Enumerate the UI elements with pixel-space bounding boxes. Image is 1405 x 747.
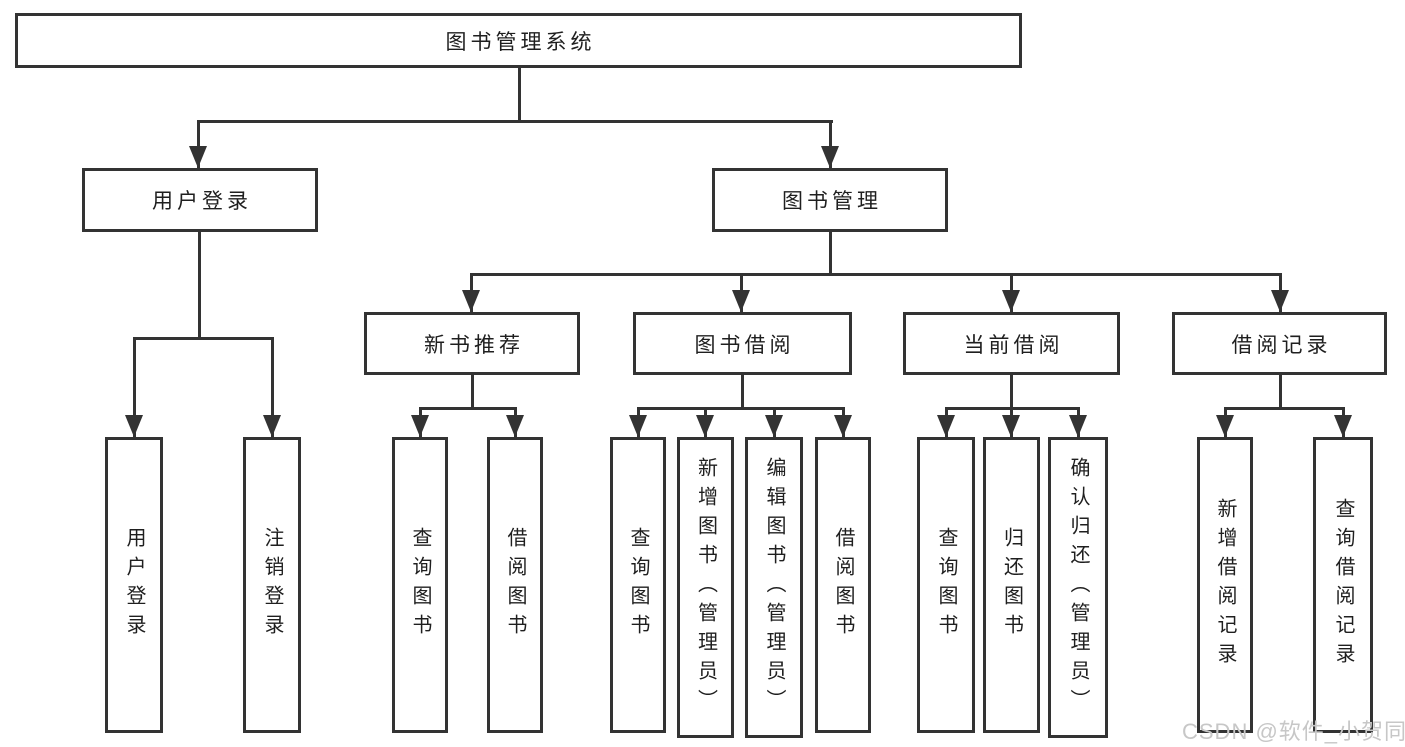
- leaf-add-borrow-record: 新增借阅记录: [1197, 437, 1253, 733]
- node-book-borrowing: 图书借阅: [633, 312, 852, 375]
- leaf-borrow-books-borrowing: 借阅图书: [815, 437, 871, 733]
- arrowhead-icon: [125, 415, 143, 437]
- connector-line: [198, 232, 201, 337]
- arrowhead-icon: [629, 415, 647, 437]
- connector-line: [471, 375, 474, 407]
- leaf-logout: 注销登录: [243, 437, 301, 733]
- arrowhead-icon: [696, 415, 714, 437]
- arrowhead-icon: [1002, 290, 1020, 312]
- connector-line: [419, 407, 517, 410]
- connector-line: [518, 68, 521, 120]
- node-book-management: 图书管理: [712, 168, 948, 232]
- connector-line: [829, 120, 832, 168]
- leaf-borrow-books-recommend: 借阅图书: [487, 437, 543, 733]
- node-borrowing-records: 借阅记录: [1172, 312, 1387, 375]
- node-library-system: 图书管理系统: [15, 13, 1022, 68]
- leaf-query-books-borrowing: 查询图书: [610, 437, 666, 733]
- connector-line: [1279, 375, 1282, 407]
- leaf-return-books: 归还图书: [983, 437, 1040, 733]
- leaf-query-borrow-record: 查询借阅记录: [1313, 437, 1373, 733]
- connector-line: [1010, 375, 1013, 407]
- arrowhead-icon: [1002, 415, 1020, 437]
- csdn-watermark: CSDN @软件_小贺同学: [1182, 719, 1405, 744]
- arrowhead-icon: [411, 415, 429, 437]
- arrowhead-icon: [462, 290, 480, 312]
- connector-line: [1224, 407, 1345, 410]
- arrowhead-icon: [834, 415, 852, 437]
- connector-line: [741, 375, 744, 407]
- leaf-user-login: 用户登录: [105, 437, 163, 733]
- leaf-query-books-current: 查询图书: [917, 437, 975, 733]
- arrowhead-icon: [1069, 415, 1087, 437]
- arrowhead-icon: [937, 415, 955, 437]
- connector-line: [133, 337, 136, 437]
- connector-line: [637, 407, 845, 410]
- node-user-login: 用户登录: [82, 168, 318, 232]
- connector-line: [470, 273, 1282, 276]
- leaf-confirm-return-admin: 确认归还（管理员）: [1048, 437, 1108, 738]
- arrowhead-icon: [1216, 415, 1234, 437]
- node-current-borrowing: 当前借阅: [903, 312, 1120, 375]
- connector-line: [197, 120, 200, 168]
- arrowhead-icon: [263, 415, 281, 437]
- connector-line: [271, 337, 274, 437]
- leaf-edit-book-admin: 编辑图书（管理员）: [745, 437, 803, 738]
- connector-line: [133, 337, 274, 340]
- arrowhead-icon: [1271, 290, 1289, 312]
- arrowhead-icon: [189, 146, 207, 168]
- arrowhead-icon: [732, 290, 750, 312]
- arrowhead-icon: [821, 146, 839, 168]
- arrowhead-icon: [765, 415, 783, 437]
- arrowhead-icon: [1334, 415, 1352, 437]
- leaf-query-books-recommend: 查询图书: [392, 437, 448, 733]
- connector-line: [197, 120, 833, 123]
- node-new-book-recommendation: 新书推荐: [364, 312, 580, 375]
- connector-line: [829, 232, 832, 273]
- leaf-add-book-admin: 新增图书（管理员）: [677, 437, 734, 738]
- arrowhead-icon: [506, 415, 524, 437]
